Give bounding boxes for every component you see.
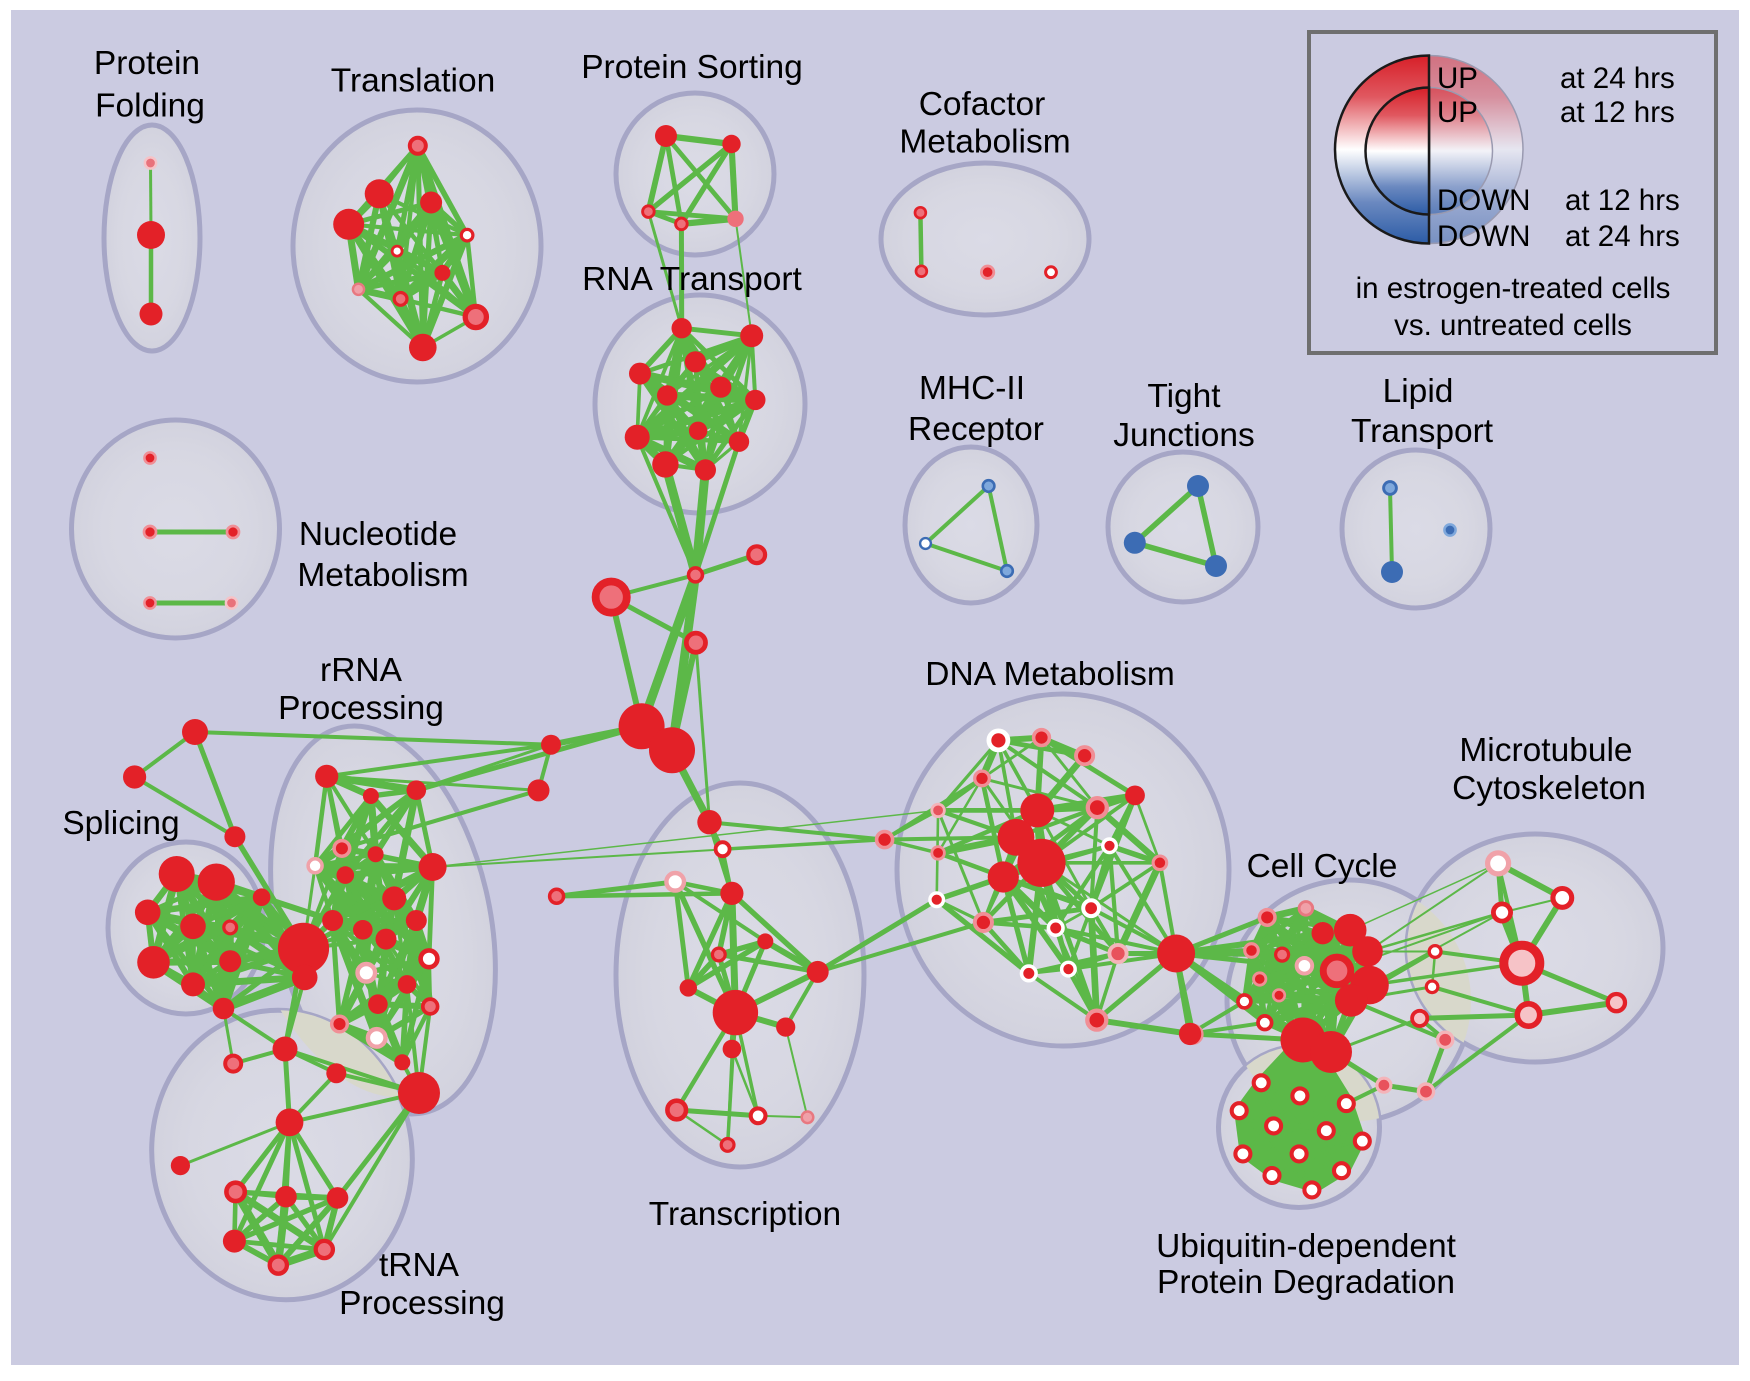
- svg-text:Processing: Processing: [278, 690, 444, 727]
- svg-text:Lipid: Lipid: [1383, 373, 1454, 410]
- svg-text:at 12 hrs: at 12 hrs: [1560, 96, 1675, 129]
- svg-text:Folding: Folding: [95, 88, 205, 125]
- svg-text:rRNA: rRNA: [320, 652, 403, 689]
- svg-text:Microtubule: Microtubule: [1459, 732, 1632, 769]
- svg-text:Splicing: Splicing: [62, 805, 179, 842]
- svg-text:Transport: Transport: [1351, 413, 1494, 450]
- svg-text:DOWN: DOWN: [1437, 184, 1530, 217]
- svg-text:at 12 hrs: at 12 hrs: [1565, 184, 1680, 217]
- svg-text:Cofactor: Cofactor: [919, 86, 1046, 123]
- svg-text:MHC-II: MHC-II: [919, 370, 1025, 407]
- svg-text:UP: UP: [1437, 96, 1478, 129]
- svg-text:Tight: Tight: [1147, 378, 1221, 415]
- svg-text:Nucleotide: Nucleotide: [299, 516, 457, 553]
- svg-text:Protein Degradation: Protein Degradation: [1157, 1264, 1455, 1301]
- svg-text:Junctions: Junctions: [1113, 417, 1255, 454]
- svg-text:vs. untreated cells: vs. untreated cells: [1394, 309, 1632, 342]
- svg-text:Protein: Protein: [94, 45, 200, 82]
- svg-text:UP: UP: [1437, 62, 1478, 95]
- svg-text:DOWN: DOWN: [1437, 220, 1530, 253]
- svg-text:Cell Cycle: Cell Cycle: [1247, 848, 1398, 885]
- svg-text:DNA Metabolism: DNA Metabolism: [925, 656, 1174, 693]
- svg-text:in estrogen-treated cells: in estrogen-treated cells: [1356, 272, 1671, 305]
- svg-text:Receptor: Receptor: [908, 411, 1044, 448]
- svg-text:Protein Sorting: Protein Sorting: [581, 49, 803, 86]
- svg-text:Metabolism: Metabolism: [297, 557, 468, 594]
- svg-text:RNA Transport: RNA Transport: [582, 261, 802, 298]
- svg-text:Translation: Translation: [331, 63, 495, 100]
- svg-text:at 24 hrs: at 24 hrs: [1565, 220, 1680, 253]
- svg-text:Transcription: Transcription: [649, 1196, 841, 1233]
- svg-text:Processing: Processing: [339, 1285, 505, 1322]
- svg-text:at 24 hrs: at 24 hrs: [1560, 62, 1675, 95]
- svg-text:Metabolism: Metabolism: [899, 124, 1070, 161]
- svg-text:Ubiquitin-dependent: Ubiquitin-dependent: [1156, 1228, 1457, 1265]
- svg-text:tRNA: tRNA: [379, 1247, 460, 1284]
- svg-text:Cytoskeleton: Cytoskeleton: [1452, 770, 1646, 807]
